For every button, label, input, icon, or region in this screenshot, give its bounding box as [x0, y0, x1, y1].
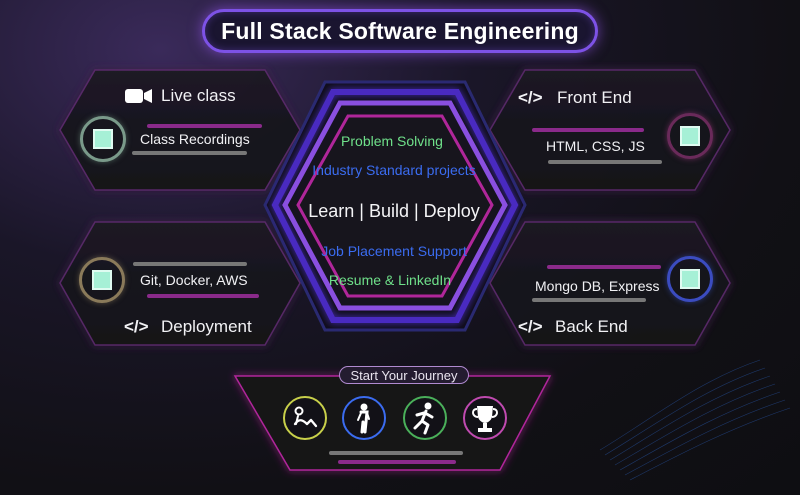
front-end-square-icon — [680, 126, 700, 146]
running-figure-icon — [403, 396, 447, 440]
job-placement-text: Job Placement Support — [321, 243, 467, 259]
swirl-decoration — [599, 359, 791, 481]
industry-projects-text: Industry Standard projects — [312, 162, 476, 178]
back-end-tech-label: Mongo DB, Express — [535, 278, 660, 294]
front-end-label: Front End — [557, 88, 632, 107]
bar — [132, 151, 247, 155]
live-class-label: Live class — [161, 86, 236, 105]
live-class-ring — [80, 116, 126, 162]
class-recordings-label: Class Recordings — [140, 131, 250, 147]
problem-solving-text: Problem Solving — [341, 133, 443, 149]
deployment-code-icon: </> — [124, 317, 149, 336]
front-end-ring — [667, 113, 713, 159]
live-class-square-icon — [93, 129, 113, 149]
bar — [532, 128, 644, 132]
bar — [548, 160, 662, 164]
deployment-ring — [79, 257, 125, 303]
deployment-label: Deployment — [161, 317, 252, 336]
trophy-icon — [463, 396, 507, 440]
resume-linkedin-text: Resume & LinkedIn — [328, 272, 452, 288]
back-end-label: Back End — [555, 317, 628, 336]
back-end-square-icon — [680, 269, 700, 289]
bar — [338, 460, 456, 464]
deployment-square-icon — [92, 270, 112, 290]
front-end-code-icon: </> — [518, 88, 543, 107]
crawling-baby-icon — [283, 396, 327, 440]
video-camera-icon — [125, 89, 152, 103]
bar — [133, 262, 247, 266]
front-end-tech-label: HTML, CSS, JS — [546, 138, 645, 154]
start-journey-badge[interactable]: Start Your Journey — [339, 366, 469, 384]
standing-figure-icon — [342, 396, 386, 440]
learn-build-deploy-text: Learn | Build | Deploy — [308, 201, 480, 221]
bar — [329, 451, 463, 455]
back-end-ring — [667, 256, 713, 302]
deployment-tech-label: Git, Docker, AWS — [140, 272, 248, 288]
bar — [532, 298, 646, 302]
bar — [147, 294, 259, 298]
page-title: Full Stack Software Engineering — [202, 9, 598, 53]
bar — [547, 265, 661, 269]
back-end-code-icon: </> — [518, 317, 543, 336]
bar — [147, 124, 262, 128]
